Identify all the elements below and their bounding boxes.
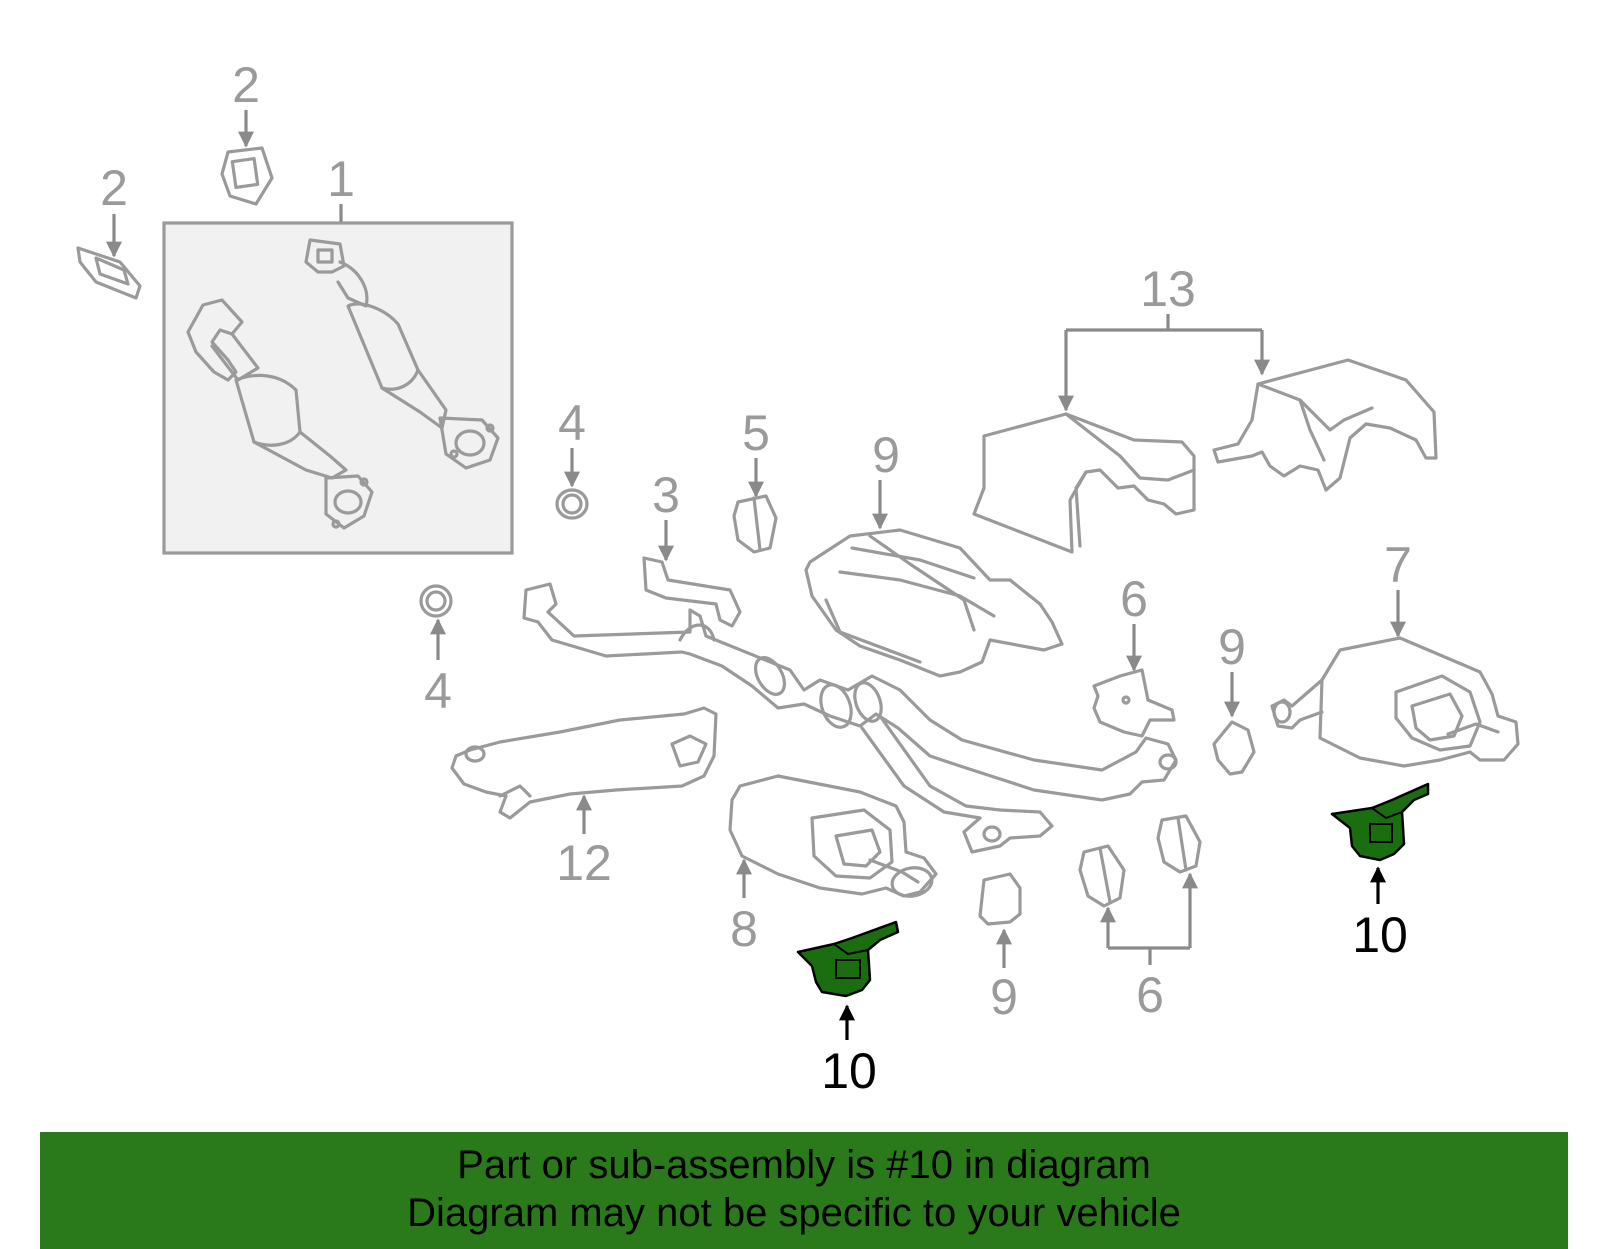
callout-10-right: 10	[1352, 866, 1408, 963]
callout-2-top: 2	[232, 57, 260, 148]
callout-6-lower: 6	[1100, 872, 1198, 1023]
part-6-hanger-lower-left	[1078, 844, 1126, 908]
banner-part-note: Part or sub-assembly is #10 in diagram	[457, 1143, 1151, 1187]
callout-2-left: 2	[100, 160, 128, 258]
svg-text:4: 4	[558, 395, 586, 451]
svg-text:9: 9	[990, 969, 1018, 1025]
part-13-heat-shield-left	[972, 412, 1196, 554]
svg-text:13: 13	[1140, 261, 1196, 317]
svg-text:5: 5	[742, 405, 770, 461]
callout-1: 1	[327, 151, 355, 222]
part-10-hanger-bracket-left	[796, 920, 900, 998]
part-9-insulator-lower	[978, 872, 1022, 926]
part-4-ring-lower	[419, 584, 453, 618]
callout-5: 6	[1120, 571, 1148, 672]
part-6-hanger-lower-right	[1156, 814, 1202, 874]
callout-6-upper: 5	[742, 405, 770, 498]
svg-text:6: 6	[1136, 967, 1164, 1023]
callout-8: 8	[730, 858, 758, 957]
callout-10-left: 10	[821, 1004, 877, 1099]
callout-4-upper: 4	[558, 395, 586, 488]
callout-9-upper: 9	[1218, 619, 1246, 718]
callout-12: 9	[872, 427, 900, 530]
part-2-gasket-left	[76, 246, 142, 300]
svg-text:2: 2	[232, 57, 260, 113]
svg-text:12: 12	[556, 835, 612, 891]
part-12-heat-shield	[804, 528, 1064, 678]
part-10-hanger-bracket-right	[1330, 782, 1430, 862]
part-6-hanger-upper	[732, 494, 778, 554]
part-5-bracket	[1092, 668, 1176, 738]
part-13-heat-shield-right	[1212, 358, 1438, 492]
svg-text:1: 1	[327, 151, 355, 207]
info-banner: Part or sub-assembly is #10 in diagram D…	[40, 1132, 1568, 1249]
svg-text:9: 9	[872, 427, 900, 483]
part-11-heat-shield	[450, 706, 718, 820]
callout-3: 3	[652, 467, 680, 562]
banner-disclaimer: Diagram may not be specific to your vehi…	[407, 1191, 1181, 1235]
callout-4-lower: 4	[424, 618, 452, 719]
callout-7: 7	[1384, 537, 1412, 638]
part-2-gasket-top	[220, 146, 274, 206]
svg-text:6: 6	[1120, 571, 1148, 627]
part-4-ring-upper	[555, 488, 589, 520]
part-3-exhaust-pipe	[522, 556, 1178, 854]
part-7-muffler-right	[1270, 636, 1520, 768]
callout-11: 12	[556, 794, 612, 891]
callout-13: 13	[1058, 261, 1270, 412]
part-8-muffler-left	[728, 774, 938, 898]
part-1-catalytic-converter-assembly	[162, 221, 514, 555]
part-9-insulator-upper	[1212, 720, 1256, 776]
svg-text:10: 10	[821, 1043, 877, 1099]
svg-text:10: 10	[1352, 907, 1408, 963]
callout-9-lower: 9	[990, 928, 1018, 1025]
svg-text:7: 7	[1384, 537, 1412, 593]
svg-text:3: 3	[652, 467, 680, 523]
svg-text:4: 4	[424, 663, 452, 719]
svg-text:2: 2	[100, 160, 128, 216]
svg-text:9: 9	[1218, 619, 1246, 675]
svg-text:8: 8	[730, 901, 758, 957]
